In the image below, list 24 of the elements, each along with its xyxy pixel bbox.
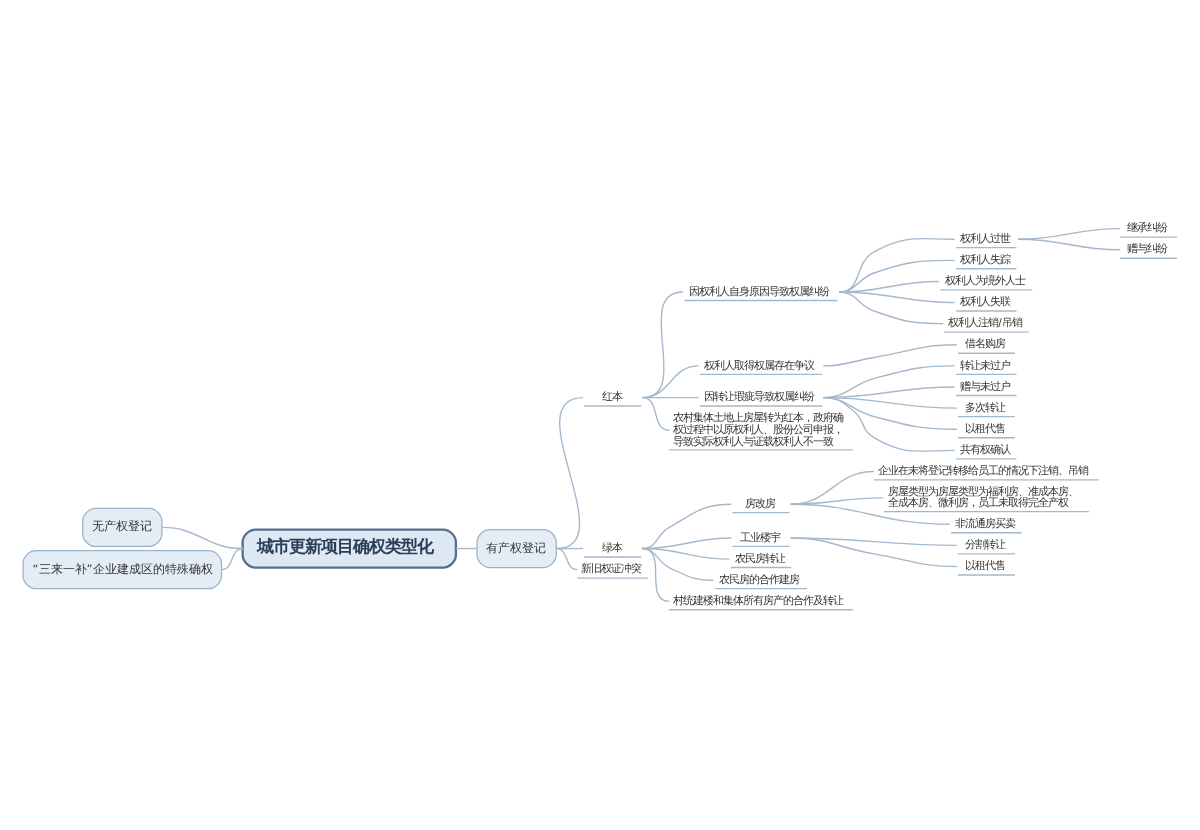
connector [822,344,958,367]
connector [838,291,956,304]
connector [641,547,670,602]
connector [161,526,244,550]
connector [641,365,700,399]
connector [455,547,478,550]
connector [822,396,956,452]
connector [641,503,733,550]
node-box: 城市更新项目确权类型化 [241,528,458,569]
connector [641,396,670,431]
connector [641,547,730,560]
connector [1017,228,1121,240]
connector [789,497,884,505]
connector [789,537,958,568]
connector [1017,238,1121,251]
connector [220,547,244,571]
connector [838,291,944,325]
connector [641,396,700,399]
connector [822,365,956,399]
connector [789,503,951,525]
connector [555,547,584,550]
connector [555,547,578,571]
connector [822,396,958,430]
connector [555,396,584,550]
